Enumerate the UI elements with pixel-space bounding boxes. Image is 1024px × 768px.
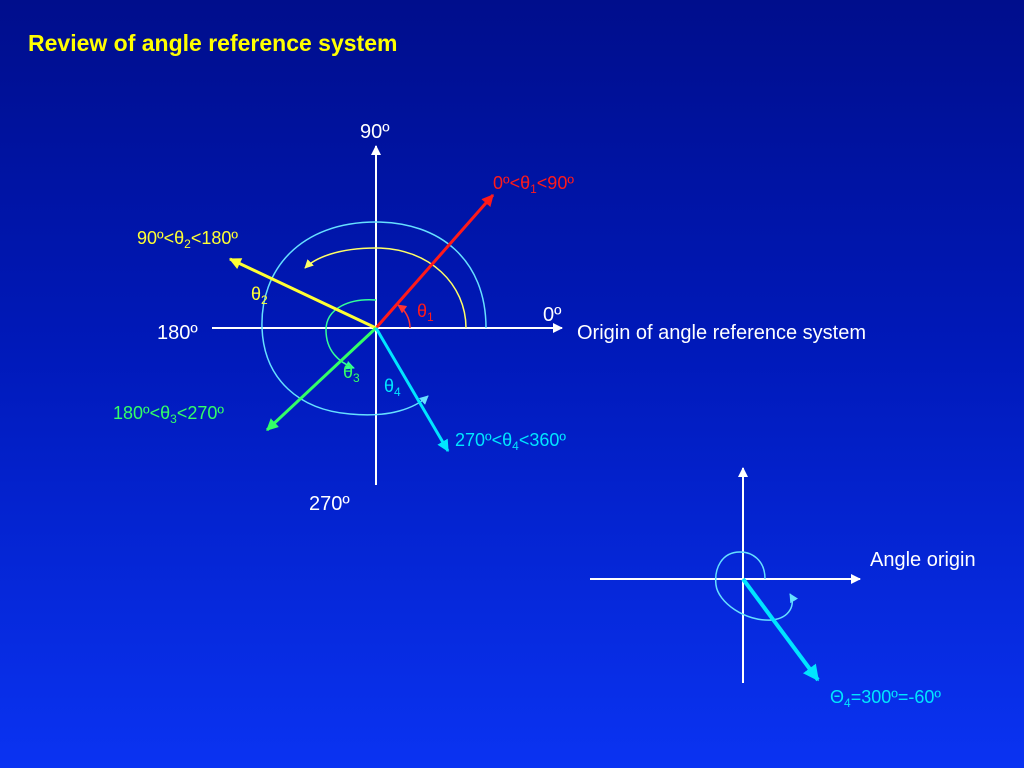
origin-caption: Origin of angle reference system [577,322,866,344]
small-axes [590,467,861,683]
label-0: 0º [543,304,562,326]
arc-theta2 [304,247,467,329]
vector-theta4 [374,327,450,453]
vector-theta3 [265,326,378,432]
angle-origin-caption: Angle origin [870,549,976,571]
range-theta1: 0º<θ1<90º [493,173,574,196]
symbol-theta1: θ1 [417,301,434,324]
label-180: 180º [157,322,198,344]
symbol-theta4: θ4 [384,376,401,399]
arc-theta4 [261,221,487,416]
slide-title: Review of angle reference system [28,30,398,56]
small-arc [714,551,799,621]
angle-arcs [261,221,487,416]
range-theta4: 270º<θ4<360º [455,430,566,453]
vector-theta2 [228,257,377,330]
range-theta2: 90º<θ2<180º [137,228,238,251]
angle-vectors [228,194,495,453]
result-label: Θ4=300º=-60º [830,687,941,710]
arc-theta1 [397,304,411,329]
small-vector [741,577,820,682]
symbol-theta3: θ3 [343,362,360,385]
symbol-theta2: θ2 [251,284,268,307]
label-90: 90º [360,121,390,143]
vector-theta1 [374,194,495,329]
main-axes [212,145,563,485]
range-theta3: 180º<θ3<270º [113,403,224,426]
label-270: 270º [309,493,350,515]
